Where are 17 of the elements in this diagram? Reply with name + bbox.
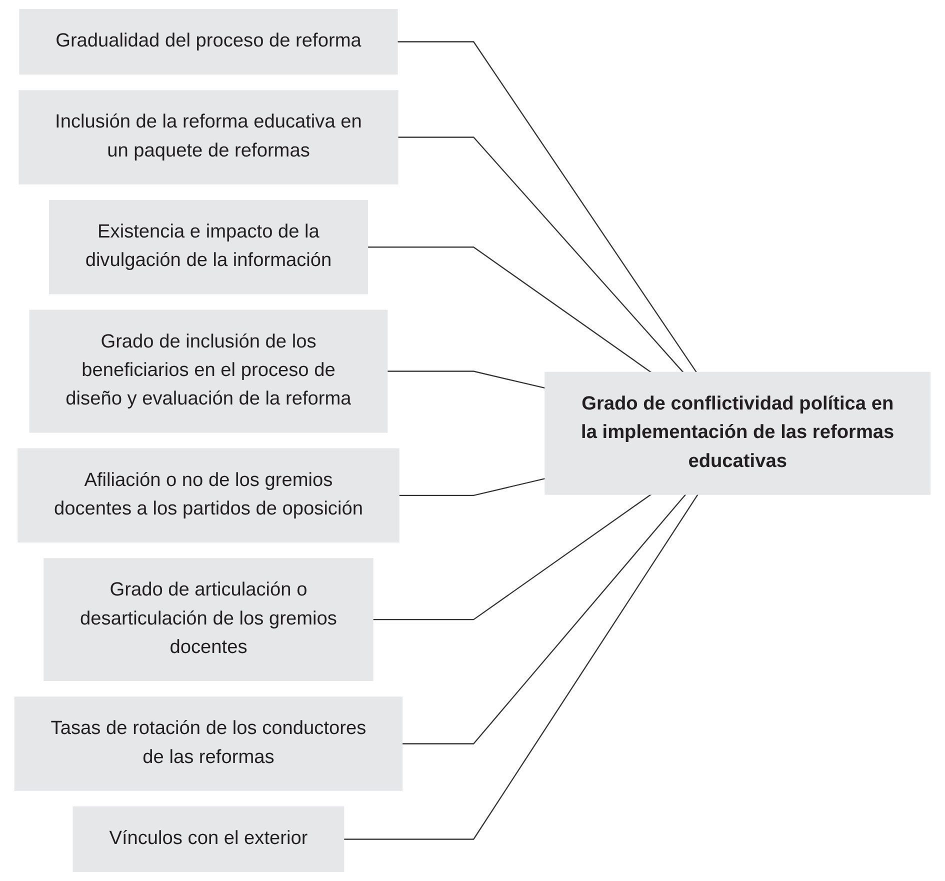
node-box: Gradualidad del proceso de reforma [19, 8, 398, 75]
node-box: Vínculos con el exterior [72, 806, 344, 872]
connector [398, 478, 546, 496]
node-box: Grado de inclusión de los beneficiarios en el proceso de diseño y evaluación de la reforma [29, 310, 388, 433]
connector [398, 136, 684, 373]
node-box: Tasas de rotación de los conductores de las reformas [14, 696, 403, 791]
connector [387, 370, 546, 389]
connector [397, 41, 698, 373]
node-box: Existencia e impacto de la divulgación de la información [48, 200, 368, 294]
connector [367, 246, 652, 373]
node-box: Afiliación o no de los gremios docentes a los partidos de oposición [18, 448, 400, 543]
node-box: Grado de conflictividad política en la implementación de las reformas educativas [544, 372, 931, 495]
node-box: Grado de articulación o desarticulación de los gremios docentes [44, 558, 374, 682]
connector [402, 494, 686, 744]
connector [344, 494, 698, 840]
node-box: Inclusión de la reforma educativa en un paquete de reformas [18, 90, 398, 184]
connector [372, 494, 652, 620]
